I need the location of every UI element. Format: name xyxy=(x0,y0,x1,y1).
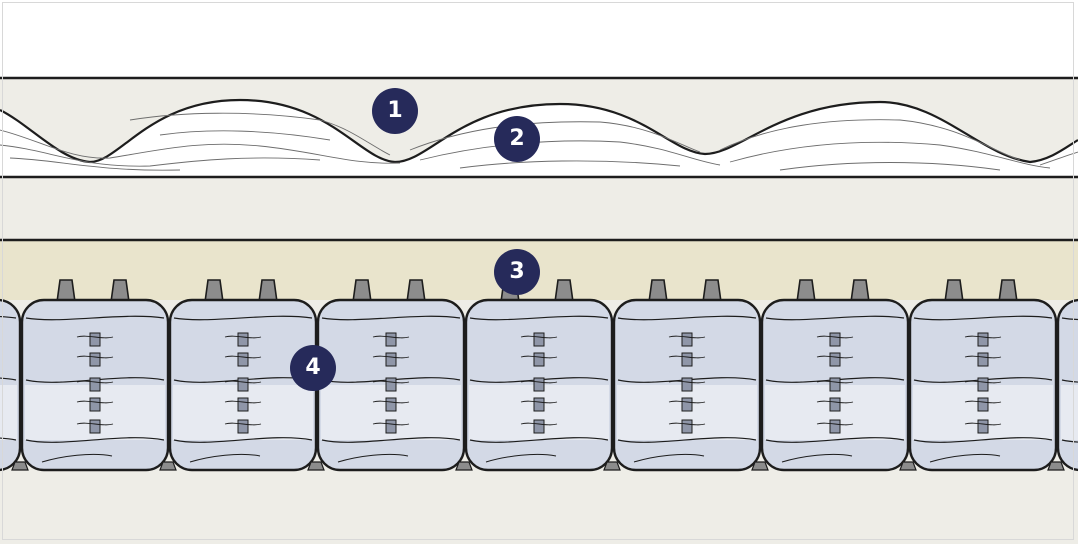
pocket-tab-bottom xyxy=(751,461,769,471)
pocket-tab-bottom xyxy=(1047,461,1065,471)
pocket-tab-bottom xyxy=(455,461,473,471)
pocket-tab-bottom xyxy=(603,461,621,471)
image-frame xyxy=(2,2,1074,540)
layer-marker-1: 1 xyxy=(372,88,418,134)
layer-marker-3: 3 xyxy=(494,249,540,295)
spring-pocket xyxy=(168,298,318,472)
layer-marker-4: 4 xyxy=(290,345,336,391)
pocket-tab-bottom xyxy=(307,461,325,471)
quilt-fibres xyxy=(0,112,1078,171)
spring-pocket xyxy=(760,298,910,472)
spring-pocket xyxy=(908,298,1058,472)
spring-pocket xyxy=(464,298,614,472)
quilt-outline xyxy=(0,98,1078,164)
spring-pocket xyxy=(0,298,22,472)
spring-pocket xyxy=(20,298,170,472)
spring-pocket xyxy=(612,298,762,472)
pocket-tab-bottom xyxy=(159,461,177,471)
pocket-tab-bottom xyxy=(899,461,917,471)
mid-band xyxy=(0,178,1078,240)
layer-marker-2: 2 xyxy=(494,116,540,162)
pocket-tab-bottom xyxy=(11,461,29,471)
